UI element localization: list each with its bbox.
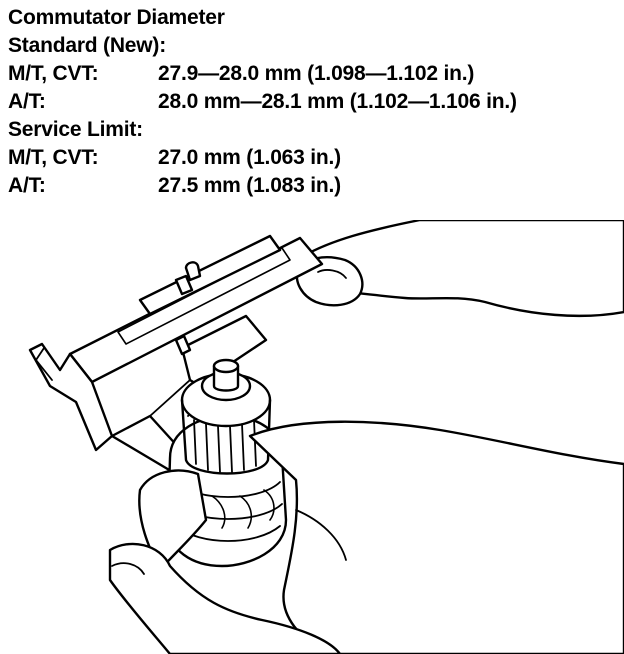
standard-at-label: A/T: (8, 90, 46, 113)
service-limit-row-mt-cvt: M/T, CVT: 27.0 mm (1.063 in.) (8, 144, 618, 172)
caliper-fixed-jaw-illustration (28, 342, 114, 452)
service-limit-heading: Service Limit: (8, 118, 143, 141)
standard-at-value: 28.0 mm—28.1 mm (1.102—1.106 in.) (158, 90, 517, 113)
standard-mt-cvt-value: 27.9—28.0 mm (1.098—1.102 in.) (158, 62, 475, 85)
standard-mt-cvt-label: M/T, CVT: (8, 62, 99, 85)
lower-hand-illustration (108, 420, 624, 654)
service-limit-mt-cvt-label: M/T, CVT: (8, 146, 99, 169)
upper-hand-illustration (295, 220, 624, 318)
standard-heading: Standard (New): (8, 34, 167, 57)
service-limit-row-at: A/T: 27.5 mm (1.083 in.) (8, 172, 618, 200)
commutator-illustration (166, 358, 288, 568)
service-limit-at-value: 27.5 mm (1.083 in.) (158, 174, 341, 197)
caliper-measuring-commutator-illustration (28, 220, 624, 654)
caliper-beam-illustration (68, 234, 324, 384)
spec-title: Commutator Diameter (8, 6, 225, 29)
standard-row-mt-cvt: M/T, CVT: 27.9—28.0 mm (1.098—1.102 in.) (8, 60, 618, 88)
standard-row-at: A/T: 28.0 mm—28.1 mm (1.102—1.106 in.) (8, 88, 618, 116)
service-limit-mt-cvt-value: 27.0 mm (1.063 in.) (158, 146, 341, 169)
service-limit-at-label: A/T: (8, 174, 46, 197)
spec-block: Commutator Diameter Standard (New): M/T,… (8, 4, 618, 200)
